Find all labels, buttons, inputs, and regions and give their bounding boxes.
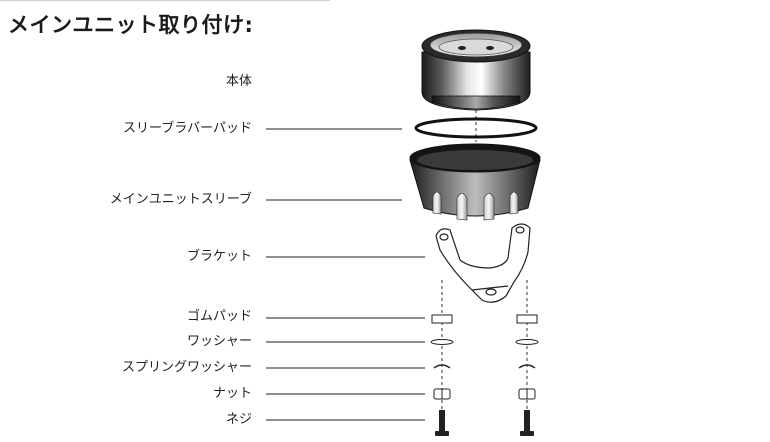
left-bolt-stack — [430, 280, 454, 436]
label-main-unit-sleeve: メインユニットスリーブ — [109, 192, 252, 207]
washer-right — [515, 339, 539, 345]
screw-right — [524, 410, 530, 432]
rubber-pad-left — [431, 314, 453, 324]
spring-washer-right — [518, 364, 536, 369]
sleeve-rubber-pad-ring — [414, 117, 538, 139]
sleeve-ribs — [432, 191, 519, 221]
main-body-part — [421, 29, 531, 111]
label-bracket: ブラケット — [186, 249, 252, 264]
label-spring-washer: スプリングワッシャー — [121, 360, 252, 375]
label-rubber-pad: ゴムパッド — [186, 309, 252, 324]
page-title: メインユニット取り付け: — [8, 13, 254, 37]
label-body: 本体 — [225, 74, 252, 89]
washer-left — [430, 339, 454, 345]
main-unit-sleeve-part — [409, 143, 541, 221]
bracket-part — [435, 223, 531, 303]
leader-lines — [266, 128, 425, 421]
screw-left — [439, 410, 445, 432]
rubber-pad-right — [516, 314, 538, 324]
label-screw: ネジ — [225, 412, 252, 427]
label-nut: ナット — [212, 386, 252, 401]
label-sleeve-rubber-pad: スリーブラバーパッド — [123, 121, 252, 136]
header-divider — [0, 0, 330, 1]
label-washer: ワッシャー — [186, 334, 252, 349]
spring-washer-left — [433, 364, 451, 369]
right-bolt-stack — [515, 280, 539, 436]
